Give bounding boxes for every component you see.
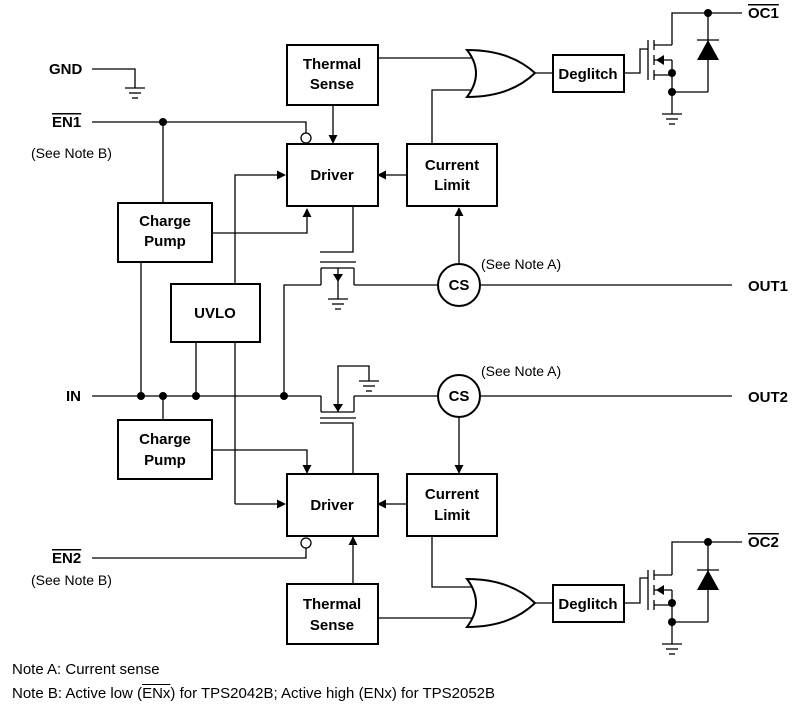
mosfet-1-icon (320, 261, 356, 285)
driver-1-block: Driver (286, 143, 379, 207)
cs1-note-ref: (See Note A) (481, 256, 561, 272)
current-limit-2-line2: Limit (434, 507, 470, 524)
current-limit-1-line2: Limit (434, 177, 470, 194)
driver-2-block: Driver (286, 473, 379, 537)
thermal-sense-1-line2: Sense (310, 76, 354, 93)
deglitch-1-block: Deglitch (552, 54, 625, 93)
charge-pump-2-block: Charge Pump (117, 419, 213, 480)
pin-oc1-label: OC1 (748, 5, 779, 22)
thermal-sense-2-line2: Sense (310, 617, 354, 634)
note-b: Note B: Active low (ENx) for TPS2042B; A… (12, 682, 495, 706)
en2-inverter-bubble (300, 537, 312, 549)
oc2-fet-icon (647, 570, 673, 620)
pin-oc2-label: OC2 (748, 534, 779, 551)
ground-icon (359, 380, 379, 392)
pin-gnd-label: GND (49, 61, 83, 78)
or-gate-2-icon (465, 577, 537, 629)
cs-1-block: CS (437, 263, 481, 307)
cs-1-label: CS (449, 277, 470, 294)
current-limit-1-block: Current Limit (406, 143, 498, 207)
note-b-enx-bar: ENx (142, 685, 171, 702)
deglitch-2-label: Deglitch (558, 596, 617, 613)
oc2-diode-icon (697, 569, 719, 590)
charge-pump-2-line1: Charge (139, 431, 191, 448)
current-limit-1-line1: Current (425, 157, 479, 174)
current-limit-2-line1: Current (425, 486, 479, 503)
pin-out1-label: OUT1 (748, 278, 788, 295)
cs-2-label: CS (449, 388, 470, 405)
charge-pump-1-block: Charge Pump (117, 202, 213, 263)
notes-section: Note A: Current sense Note B: Active low… (12, 658, 495, 706)
mosfet-2-icon (320, 396, 356, 419)
ground-symbols (125, 87, 682, 655)
driver-2-label: Driver (310, 497, 354, 514)
ground-icon (662, 113, 682, 125)
pin-in-label: IN (66, 388, 81, 405)
pin-out2-label: OUT2 (748, 389, 788, 406)
thermal-sense-1-line1: Thermal (303, 56, 361, 73)
or-gate-1-icon (464, 48, 537, 99)
uvlo-label: UVLO (194, 305, 236, 322)
junction-dots (137, 9, 712, 626)
charge-pump-2-line2: Pump (144, 452, 186, 469)
note-b-rest: ) for TPS2042B; Active high (ENx) for TP… (170, 685, 496, 702)
oc1-fet-icon (647, 40, 673, 91)
driver-1-label: Driver (310, 167, 354, 184)
thermal-sense-1-block: Thermal Sense (286, 44, 379, 106)
note-b-prefix: Note B: Active low ( (12, 685, 143, 702)
note-a: Note A: Current sense (12, 661, 160, 678)
ground-icon (662, 643, 682, 655)
deglitch-1-label: Deglitch (558, 66, 617, 83)
en1-note-ref: (See Note B) (31, 145, 112, 161)
charge-pump-1-line1: Charge (139, 213, 191, 230)
en2-note-ref: (See Note B) (31, 572, 112, 588)
uvlo-block: UVLO (170, 283, 261, 343)
en1-inverter-bubble (300, 132, 312, 144)
cs2-note-ref: (See Note A) (481, 363, 561, 379)
cs-2-block: CS (437, 374, 481, 418)
thermal-sense-2-block: Thermal Sense (286, 583, 379, 645)
ground-icon (328, 298, 348, 310)
thermal-sense-2-line1: Thermal (303, 596, 361, 613)
current-limit-2-block: Current Limit (406, 473, 498, 537)
pin-en2-label: EN2 (52, 550, 81, 567)
ground-icon (125, 87, 145, 99)
deglitch-2-block: Deglitch (552, 584, 625, 623)
charge-pump-1-line2: Pump (144, 233, 186, 250)
oc1-diode-icon (697, 39, 719, 60)
pin-en1-label: EN1 (52, 114, 81, 131)
